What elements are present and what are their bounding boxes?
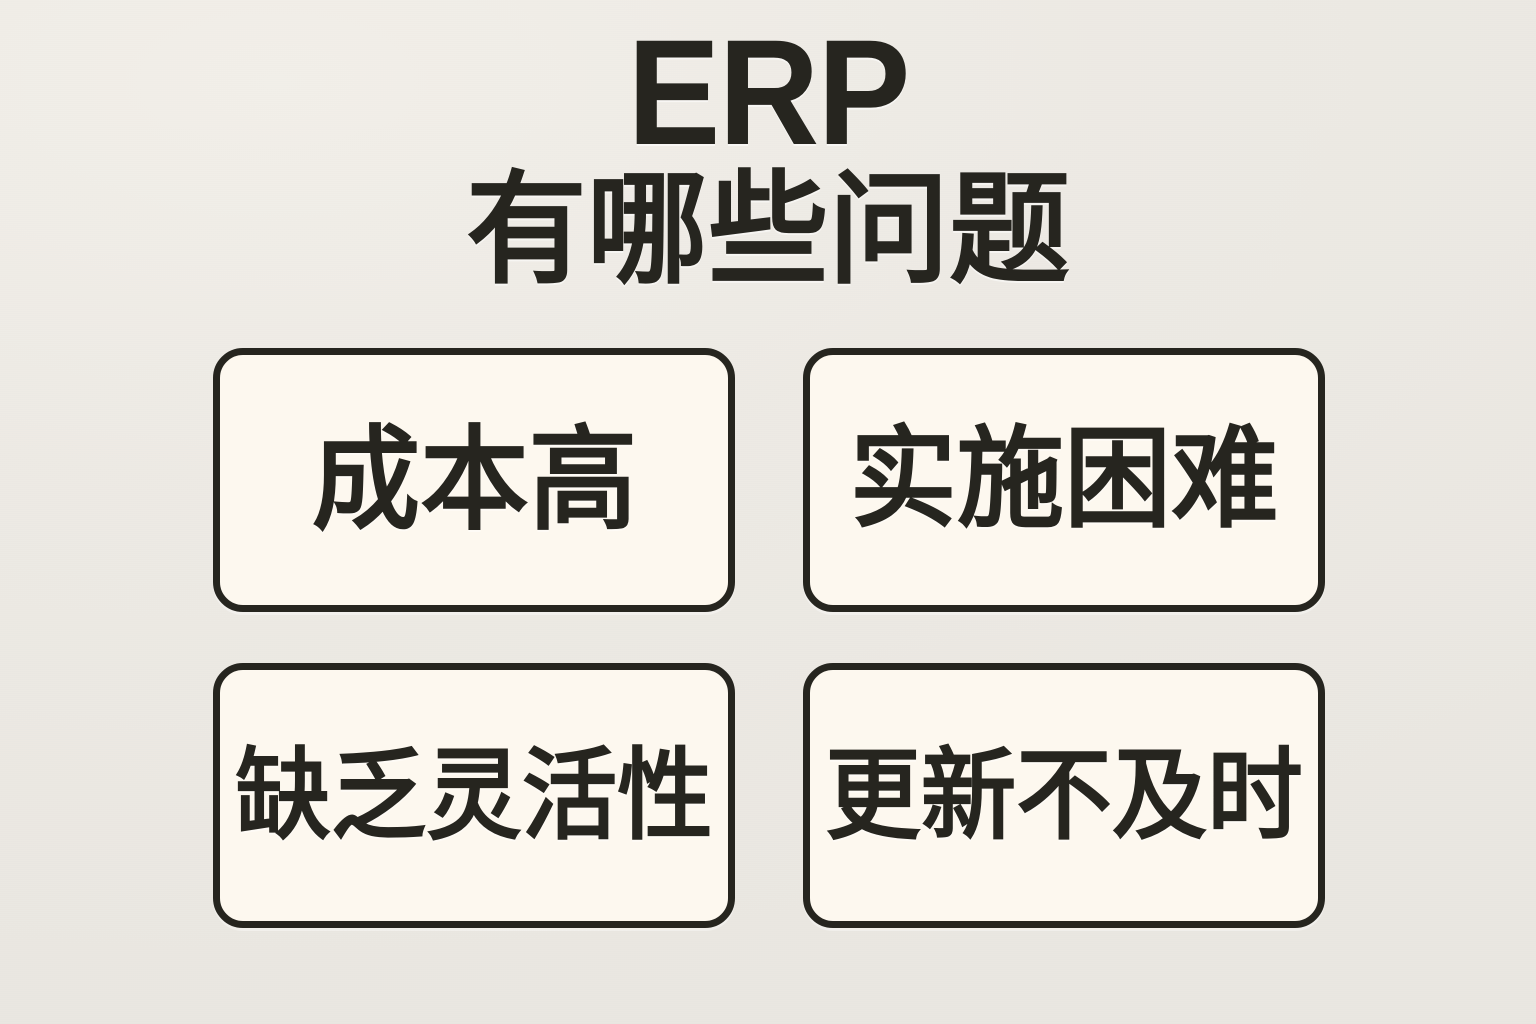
- problem-card-grid: 成本高 实施困难 缺乏灵活性 更新不及时: [213, 348, 1325, 928]
- problem-card-label: 成本高: [311, 416, 637, 543]
- poster-heading: ERP 有哪些问题: [0, 8, 1536, 298]
- problem-card-flexibility[interactable]: 缺乏灵活性: [213, 663, 735, 928]
- problem-card-implementation[interactable]: 实施困难: [803, 348, 1325, 612]
- problem-card-cost[interactable]: 成本高: [213, 348, 735, 612]
- page-title: ERP: [627, 8, 910, 176]
- problem-card-label: 实施困难: [849, 418, 1279, 541]
- problem-card-label: 缺乏灵活性: [235, 739, 713, 852]
- page-subtitle: 有哪些问题: [466, 162, 1070, 298]
- problem-card-updates[interactable]: 更新不及时: [803, 663, 1325, 928]
- problem-card-label: 更新不及时: [825, 739, 1303, 852]
